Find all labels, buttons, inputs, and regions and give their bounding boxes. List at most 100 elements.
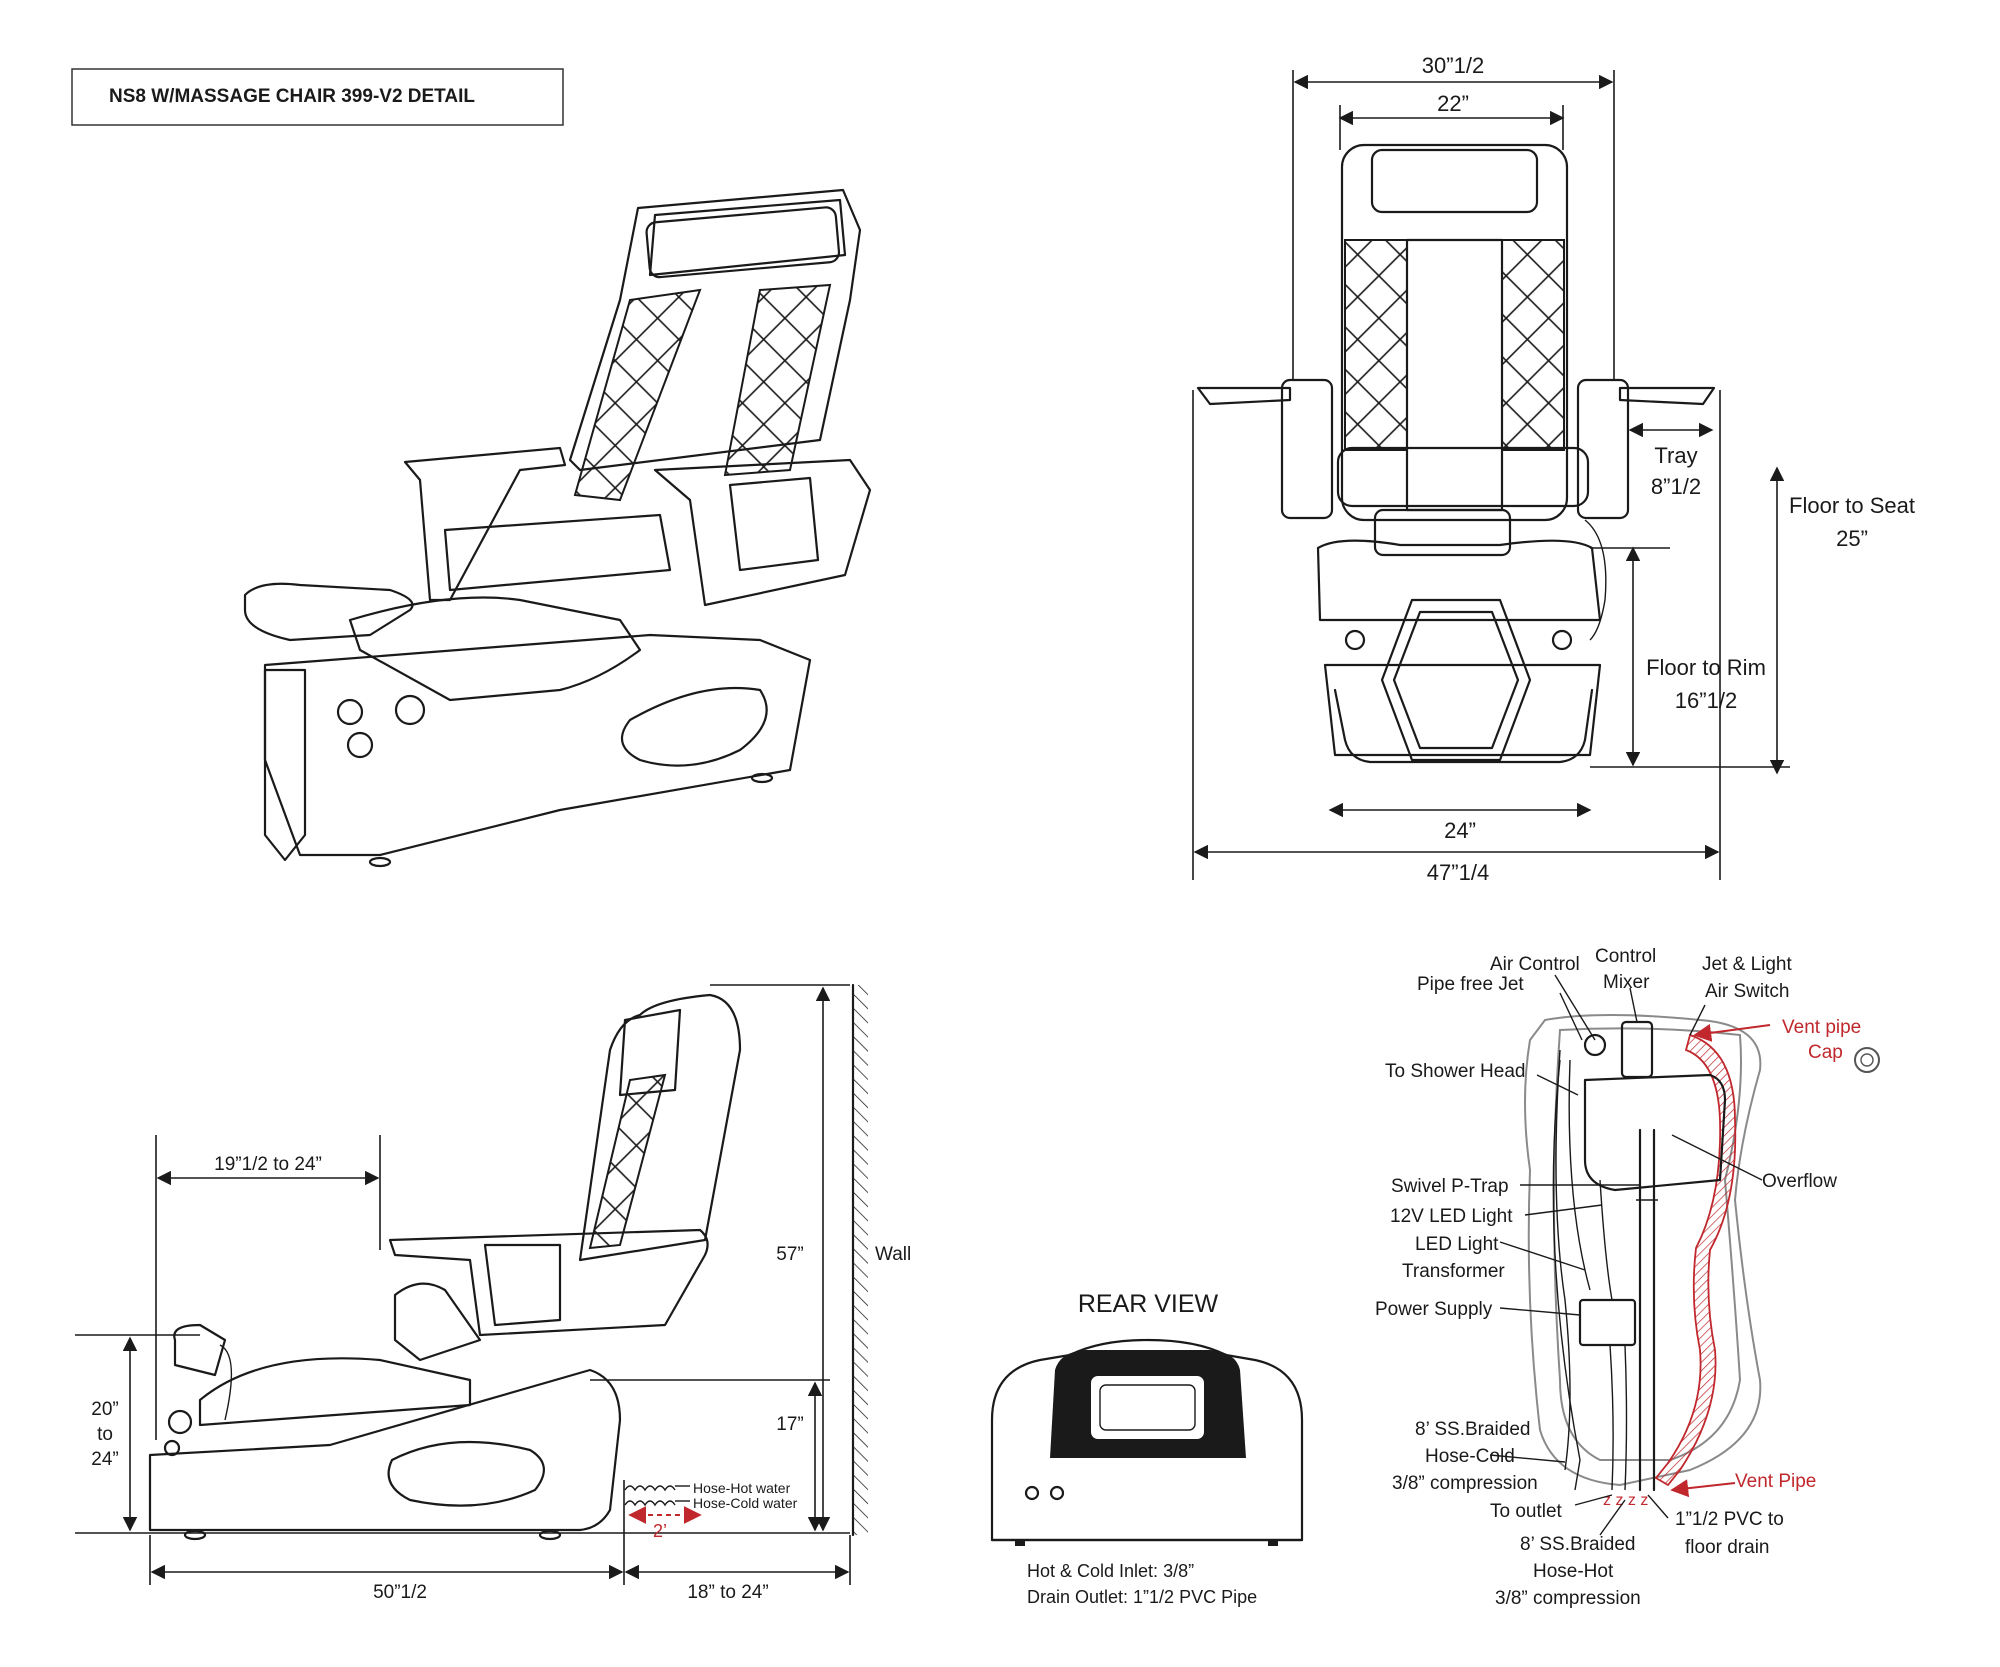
label-to-outlet: To outlet [1490, 1501, 1563, 1522]
plumbing-leaders [1489, 974, 1771, 1536]
label-led-transformer-1: LED Light [1415, 1234, 1499, 1255]
side-spray-hose [219, 1344, 233, 1421]
leader-transformer [1499, 1241, 1586, 1271]
label-vent-cap-1: Vent pipe [1782, 1017, 1861, 1038]
hose-cold-coil [624, 1500, 676, 1507]
rear-inlet-hot [1024, 1485, 1040, 1501]
label-vent-cap-2: Cap [1808, 1042, 1843, 1063]
label-shower-head: To Shower Head [1385, 1061, 1525, 1082]
plumb-outlet-marks: z z z z [1603, 1492, 1648, 1509]
hose-len: 2’ [653, 1521, 667, 1541]
dim-wall-gap: 18” to 24” [687, 1582, 768, 1603]
hose-cold-label: Hose-Cold water [693, 1495, 798, 1511]
side-basin-rim [198, 1357, 472, 1427]
iso-feet-left [368, 856, 392, 868]
leader-shower-head [1536, 1074, 1579, 1096]
iso-faucet-1 [336, 698, 364, 726]
tray-dim: 8”1/2 [1651, 474, 1701, 499]
side-headrest [618, 1008, 682, 1097]
iso-left-quilt [573, 288, 702, 502]
leader-pipe-free-jet [1559, 992, 1583, 1041]
plumb-wire-2 [1568, 1059, 1591, 1291]
dim-rim: 17” [776, 1414, 803, 1435]
leader-pvc [1647, 1494, 1669, 1519]
front-view-drawing [1196, 143, 1716, 764]
front-view-dimensions: 30”1/2 22” Tray 8”1/2 Floor to Seat 25” … [1192, 53, 1915, 885]
iso-headrest-pillow [645, 206, 841, 279]
label-control-mixer-1: Control [1595, 946, 1656, 967]
label-pvc-1: 1”1/2 PVC to [1675, 1509, 1784, 1530]
side-foot-left [183, 1529, 207, 1541]
label-pvc-2: floor drain [1685, 1537, 1770, 1558]
rear-inlet-cold [1049, 1485, 1065, 1501]
hose-hot-coil [624, 1485, 676, 1492]
plumb-wire-5 [1624, 1344, 1628, 1491]
label-hose-hot-2: Hose-Hot [1533, 1561, 1614, 1582]
side-base [148, 1368, 622, 1532]
leader-control-mixer [1629, 987, 1638, 1023]
front-right-arm [1576, 378, 1630, 520]
rear-view-title: REAR VIEW [1078, 1290, 1219, 1318]
dim-footrest: 19”1/2 to 24” [214, 1154, 322, 1175]
side-quilt [588, 1073, 667, 1250]
side-view-drawing [148, 983, 868, 1541]
rear-foot-left [1015, 1540, 1025, 1546]
iso-right-armrest [653, 458, 872, 607]
label-hose-hot-1: 8’ SS.Braided [1520, 1534, 1635, 1555]
iso-right-arm-panel [728, 476, 820, 572]
plumb-wire-1 [1555, 1049, 1571, 1471]
side-footrest [173, 1323, 227, 1377]
plumb-mixer-box [1583, 1073, 1727, 1192]
leader-overflow [1671, 1134, 1763, 1181]
floor-to-seat-label: Floor to Seat [1789, 493, 1915, 518]
dim-overall-bottom: 47”1/4 [1427, 860, 1489, 885]
iso-basin-rim [348, 596, 642, 702]
plumb-air-control [1583, 1033, 1607, 1057]
label-hose-hot-3: 3/8” compression [1495, 1588, 1641, 1609]
front-left-quilt [1344, 239, 1408, 451]
rear-outlet-label: Drain Outlet: 1”1/2 PVC Pipe [1027, 1587, 1257, 1607]
rear-foot-right [1268, 1540, 1278, 1546]
front-basin-top [1316, 539, 1602, 622]
front-hose [1584, 519, 1607, 641]
front-hex [1380, 598, 1532, 762]
rear-body [990, 1338, 1304, 1542]
label-led-transformer-2: Transformer [1402, 1261, 1505, 1282]
leader-vent-cap [1693, 1023, 1771, 1042]
label-p-trap: Swivel P-Trap [1391, 1176, 1509, 1197]
side-arm-panel [483, 1243, 562, 1327]
iso-footrest [243, 582, 414, 642]
front-backrest [1340, 143, 1569, 522]
side-oval [387, 1440, 545, 1507]
plumbing-diagram: z z z z [1524, 1014, 1880, 1509]
iso-front-hex [263, 668, 307, 862]
leader-jet-light [1689, 1004, 1706, 1036]
plumb-hose-cold [1552, 1059, 1581, 1491]
side-armrest [388, 1228, 709, 1337]
dim-overall-top: 30”1/2 [1422, 53, 1484, 78]
dim-base: 24” [1444, 818, 1476, 843]
plumb-wire-3 [1599, 1179, 1613, 1301]
label-jet-light-2: Air Switch [1705, 981, 1789, 1002]
leader-power-supply [1499, 1307, 1581, 1316]
side-faucet-2 [163, 1439, 181, 1457]
plumb-vent-pipe [1654, 1033, 1737, 1487]
front-faucet-left [1344, 629, 1366, 651]
front-faucet-right [1551, 629, 1573, 651]
dim-basin-line3: 24” [91, 1449, 118, 1470]
front-hex-inner [1392, 610, 1520, 750]
iso-base [263, 633, 812, 857]
leader-hose-hot [1599, 1499, 1626, 1536]
label-overflow: Overflow [1762, 1171, 1837, 1192]
front-back-center [1405, 238, 1504, 512]
side-foot-right [538, 1529, 562, 1541]
front-seat [1336, 446, 1590, 508]
title-box [71, 68, 564, 126]
front-left-arm [1280, 378, 1334, 520]
iso-faucet-2 [394, 694, 426, 726]
leader-hose-cold [1489, 1454, 1566, 1463]
floor-to-rim-label: Floor to Rim [1646, 655, 1766, 680]
wall-label: Wall [875, 1244, 911, 1265]
rear-view: REAR VIEW Hot & Cold Inlet: 3/8” Drain O… [990, 1290, 1304, 1607]
front-left-tray [1196, 386, 1292, 406]
